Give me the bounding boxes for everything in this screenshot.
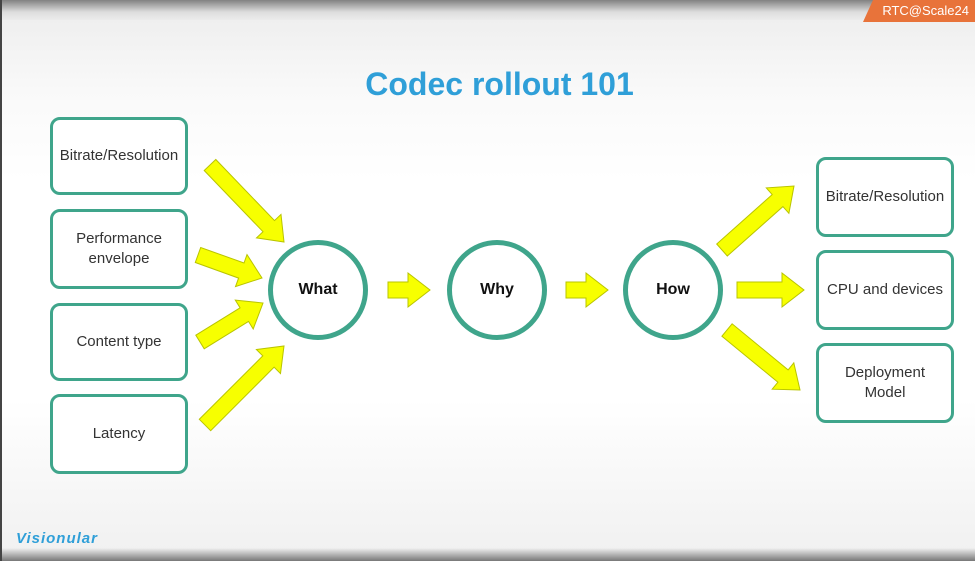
output-box-deployment-model: Deployment Model: [816, 343, 954, 423]
output-box-label: Bitrate/Resolution: [825, 188, 945, 205]
slide-title: Codec rollout 101: [365, 66, 634, 102]
visionular-logo: Visionular: [16, 530, 98, 547]
output-box-bitrate-resolution: Bitrate/Resolution: [816, 157, 954, 237]
input-box-performance-envelope: Performance envelope: [50, 209, 188, 289]
arrow-how-to-deployment: [721, 323, 801, 391]
stage-label: How: [656, 281, 690, 298]
arrow-how-to-bitrate: [715, 185, 795, 257]
arrow-performance-to-what: [194, 246, 263, 288]
output-box-label: CPU and devices: [827, 281, 943, 298]
input-box-label: Latency: [92, 425, 146, 442]
top-bar: [2, 0, 975, 20]
arrow-bitrate-to-what: [203, 158, 285, 243]
input-box-label: Content type: [76, 333, 162, 350]
stage-label: Why: [480, 281, 514, 298]
stage-how: How: [623, 240, 723, 340]
stage-label: What: [298, 281, 338, 298]
input-box-bitrate-resolution: Bitrate/Resolution: [50, 117, 188, 195]
output-box-cpu-devices: CPU and devices: [816, 250, 954, 330]
event-badge: RTC@Scale24: [863, 0, 975, 22]
input-box-label: Performance envelope: [76, 230, 162, 267]
output-box-label: Deployment Model: [844, 364, 926, 401]
input-box-content-type: Content type: [50, 303, 188, 381]
input-box-latency: Latency: [50, 394, 188, 474]
arrow-why-to-how: [565, 271, 609, 309]
arrow-content-to-what: [195, 299, 264, 350]
stage-what: What: [268, 240, 368, 340]
arrow-what-to-why: [387, 271, 431, 309]
input-box-label: Bitrate/Resolution: [59, 147, 179, 164]
stage-why: Why: [447, 240, 547, 340]
bottom-shadow: [2, 548, 975, 561]
arrow-latency-to-what: [198, 345, 285, 432]
arrow-how-to-cpu: [736, 271, 805, 309]
